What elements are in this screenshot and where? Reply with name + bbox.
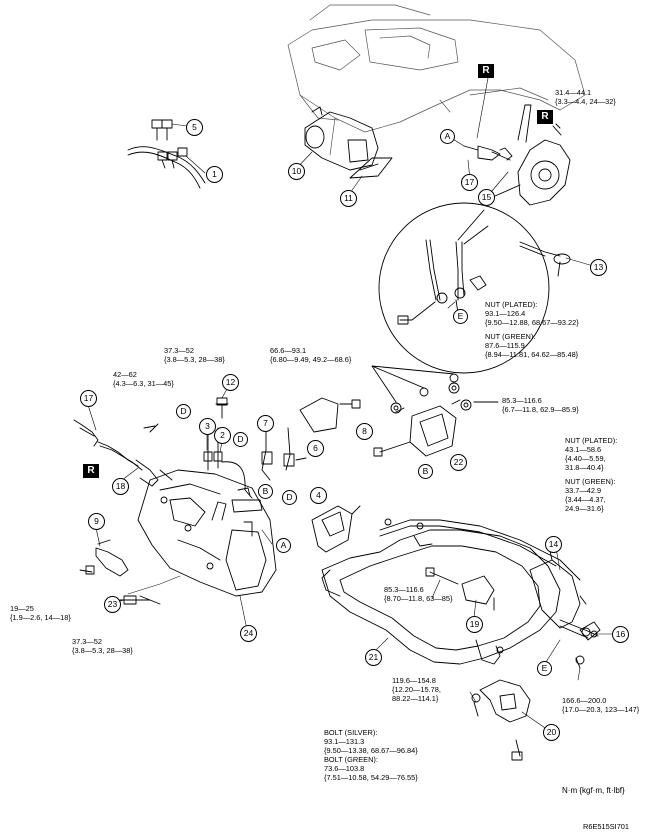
wiring-harness (127, 119, 206, 189)
callout-12: 12 (222, 374, 239, 391)
callout-8: 8 (356, 423, 373, 440)
engine-mount-22 (371, 365, 499, 457)
callout-14: 14 (545, 536, 562, 553)
clip (552, 123, 562, 136)
r-mark-right: R (537, 110, 553, 124)
torque-37-top: 37.3—52{3.8—5.3, 28—38} (164, 346, 225, 364)
letter-E-detail: E (453, 309, 468, 324)
torque-166: 166.6—200.0{17.0—20.3, 123—147} (562, 696, 640, 714)
bracket-4 (311, 505, 361, 553)
callout-17: 17 (461, 174, 478, 191)
bolt-23 (119, 595, 161, 605)
bracket-8 (299, 397, 361, 433)
bracket-20 (471, 679, 531, 761)
letter-D-2: D (233, 432, 248, 447)
callout-10: 10 (288, 163, 305, 180)
leader-lines (171, 77, 601, 269)
letter-A-mid: A (276, 538, 291, 553)
callout-2: 2 (214, 427, 231, 444)
callout-19: 19 (466, 616, 483, 633)
callout-7: 7 (257, 415, 274, 432)
callout-17b: 17 (80, 390, 97, 407)
drive-shaft-right (463, 145, 513, 161)
callout-13: 13 (590, 259, 607, 276)
letter-D-1: D (176, 404, 191, 419)
callout-5: 5 (186, 119, 203, 136)
callout-9: 9 (88, 513, 105, 530)
bolt-12 (215, 403, 229, 419)
knuckle-assembly (494, 104, 571, 206)
callout-15: 15 (478, 189, 495, 206)
callout-22: 22 (450, 454, 467, 471)
torque-nut-mid: NUT (PLATED): 43.1—58.6 {4.40—5.59, 31.8… (565, 436, 618, 513)
torque-19: 19—25{1.9—2.6, 14—18} (10, 604, 71, 622)
torque-bolt: BOLT (SILVER): 93.1—131.3 {9.50—13.38, 6… (324, 728, 418, 782)
starter-bracket (349, 157, 393, 179)
torque-37-bottom: 37.3—52{3.8—5.3, 28—38} (72, 637, 133, 655)
callout-6: 6 (307, 440, 324, 457)
lower-arm-16 (529, 541, 601, 669)
callout-23: 23 (104, 596, 121, 613)
torque-42: 42—62{4.3—6.3, 31—45} (113, 370, 174, 388)
callout-4: 4 (310, 487, 327, 504)
callout-18: 18 (112, 478, 129, 495)
leader-lines-mid (87, 386, 247, 626)
detail-circle (378, 202, 550, 374)
crossmember-21 (321, 518, 581, 665)
r-mark-left: R (83, 464, 99, 478)
torque-31: 31.4—44.1{3.3—4.4, 24—32} (555, 88, 616, 106)
callout-24: 24 (240, 625, 257, 642)
letter-D-3: D (282, 490, 297, 505)
drive-shaft-left (73, 419, 173, 487)
callout-21: 21 (365, 649, 382, 666)
letter-A-top: A (440, 129, 455, 144)
letter-B-mid: B (258, 484, 273, 499)
bolt-42 (143, 423, 159, 433)
bracket-19 (425, 567, 495, 611)
torque-66: 66.6—93.1{6.80—9.49, 49.2—68.6} (270, 346, 352, 364)
vehicle-speed-sensor (79, 539, 129, 577)
letter-B-mount: B (418, 464, 433, 479)
transaxle-housing (137, 469, 277, 597)
callout-20: 20 (543, 724, 560, 741)
letter-E-arm: E (537, 661, 552, 676)
connector-6-7 (261, 427, 307, 481)
callout-16: 16 (612, 626, 629, 643)
callout-11: 11 (340, 190, 357, 207)
torque-nut-upper: NUT (PLATED): 93.1—126.4 {9.50—12.88, 68… (485, 300, 579, 359)
torque-85-lower: 85.3—116.6{8.70—11.8, 63—85} (384, 585, 453, 603)
callout-3: 3 (199, 418, 216, 435)
torque-119: 119.6—154.8 {12.20—15.78, 88.22—114.1} (392, 676, 441, 703)
torque-85-upper: 85.3—116.6{6.7—11.8, 62.9—85.9} (502, 396, 579, 414)
figure-code: R6E515SI701 (583, 822, 630, 831)
callout-1: 1 (206, 166, 223, 183)
r-mark-top: R (478, 64, 494, 78)
tie-rod-end (519, 241, 571, 277)
units-note: N·m {kgf·m, ft·lbf} (562, 786, 625, 795)
body-outline (287, 4, 586, 156)
starter-motor (304, 106, 379, 171)
